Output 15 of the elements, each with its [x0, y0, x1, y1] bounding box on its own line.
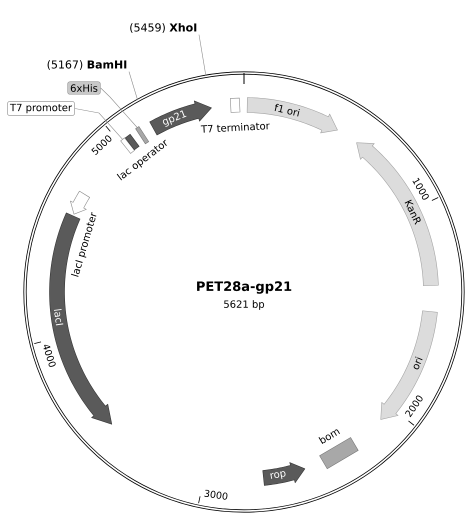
leader-line — [100, 88, 138, 128]
site-label: (5167) BamHI — [48, 60, 126, 70]
leader-line — [128, 71, 138, 100]
tick-label: 3000 — [204, 490, 228, 500]
feature-tag: T7 promoter — [7, 101, 75, 116]
feature-tag: 6xHis — [67, 81, 101, 95]
feature-box — [230, 98, 240, 113]
plasmid-name: PET28a-gp21 — [197, 281, 292, 294]
plasmid-size: 5621 bp — [224, 300, 264, 310]
leader-line — [198, 34, 206, 76]
feature-block: rop — [262, 462, 306, 486]
plasmid-ring — [23, 71, 465, 513]
site-label: (5459) XhoI — [130, 23, 196, 33]
leader-line — [74, 108, 123, 140]
feature-label: bom — [318, 429, 340, 444]
